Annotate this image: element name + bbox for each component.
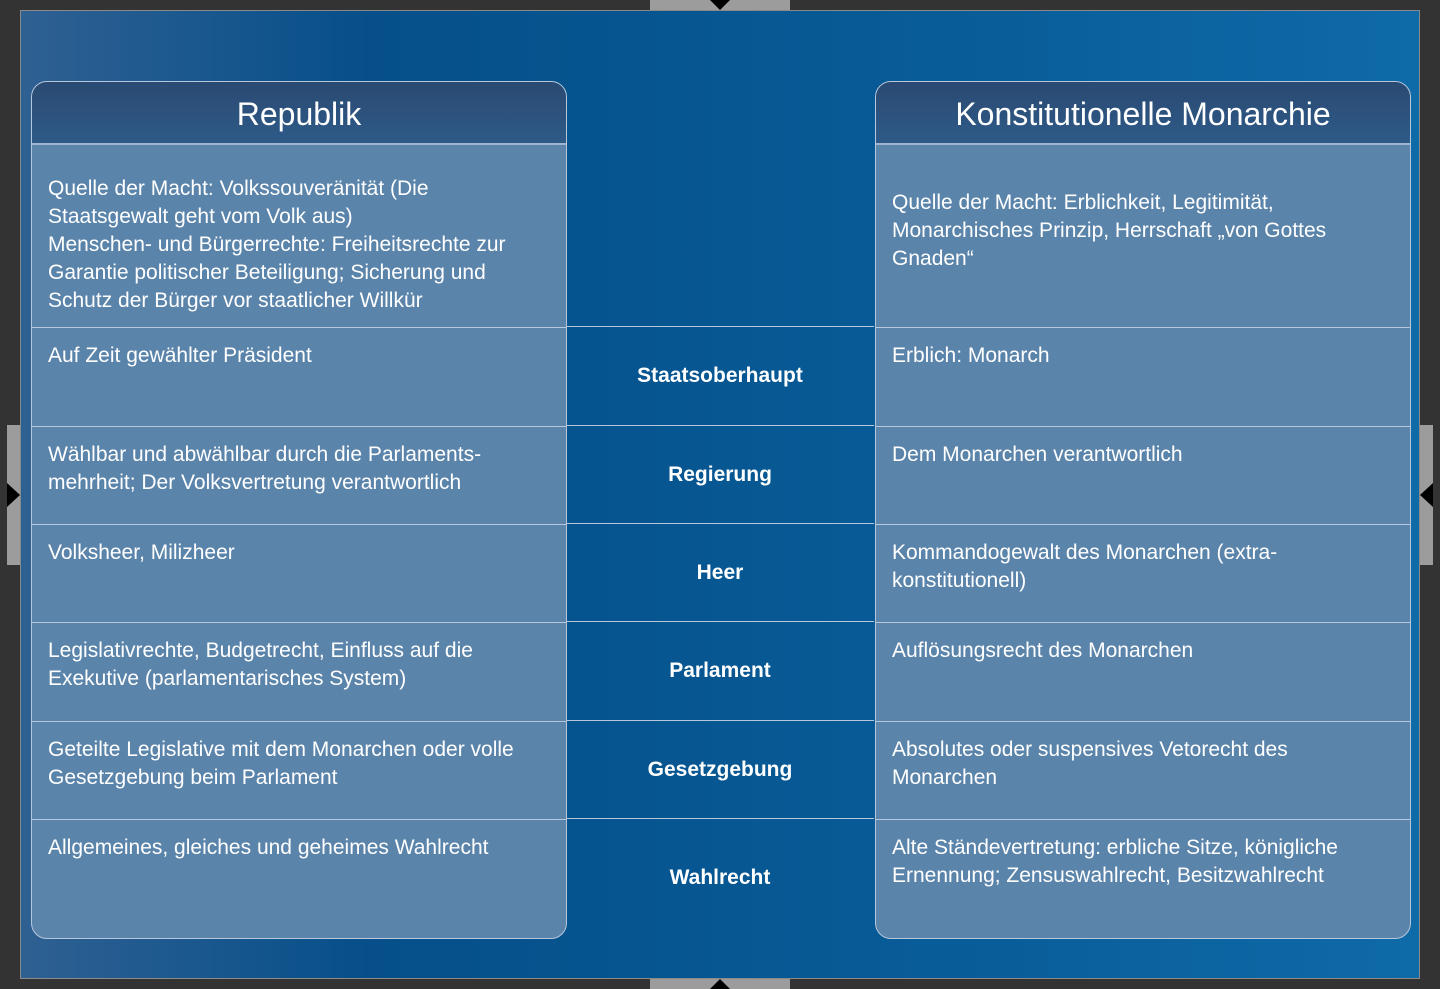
monarchie-cell-parlament: Auflösungsrecht des Monarchen (876, 623, 1410, 722)
resize-handle-right[interactable] (1420, 425, 1433, 565)
monarchie-cell-staatsoberhaupt: Erblich: Monarch (876, 328, 1410, 427)
label-staatsoberhaupt: Staatsoberhaupt (566, 326, 874, 426)
label-parlament: Parlament (566, 622, 874, 721)
monarchie-cell-regierung: Dem Monarchen verantwortlich (876, 427, 1410, 525)
label-heer: Heer (566, 524, 874, 622)
monarchie-cell-macht: Quelle der Macht: Erblichkeit, Legitimit… (876, 145, 1410, 328)
republik-cell-regierung: Wählbar und abwählbar durch die Parlamen… (32, 427, 566, 525)
monarchie-cell-wahlrecht: Alte Ständevertretung: erbliche Sitze, k… (892, 836, 1338, 887)
monarchie-title: Konstitutionelle Monarchie (876, 82, 1410, 145)
resize-handle-top[interactable] (650, 0, 790, 10)
republik-cell-heer: Volksheer, Milizheer (32, 525, 566, 623)
monarchie-cell-heer: Kommandogewalt des Monarchen (extra-kons… (876, 525, 1410, 623)
monarchie-table: Konstitutionelle Monarchie Quelle der Ma… (875, 81, 1411, 939)
arrow-right-icon (7, 483, 20, 507)
republik-table: Republik Quelle der Macht: Volkssouverän… (31, 81, 567, 939)
republik-title: Republik (32, 82, 566, 145)
republik-cell-wahlrecht: Allgemeines, gleiches und geheimes Wahlr… (48, 836, 489, 859)
republik-cell-macht: Quelle der Macht: Volkssouveränität (Die… (32, 145, 566, 328)
republik-cell-parlament: Legislativrechte, Budgetrecht, Einfluss … (32, 623, 566, 722)
monarchie-cell-gesetzgebung: Absolutes oder suspensives Vetorecht des… (876, 722, 1410, 820)
label-regierung: Regierung (566, 426, 874, 524)
arrow-left-icon (1420, 483, 1433, 507)
republik-cell-gesetzgebung: Geteilte Legislative mit dem Monarchen o… (32, 722, 566, 820)
arrow-down-icon (710, 0, 730, 10)
arrow-up-icon (710, 979, 730, 989)
resize-handle-left[interactable] (7, 425, 20, 565)
label-gesetzgebung: Gesetzgebung (566, 721, 874, 819)
label-wahlrecht: Wahlrecht (669, 866, 771, 889)
resize-handle-bottom[interactable] (650, 979, 790, 989)
republik-cell-staatsoberhaupt: Auf Zeit gewählter Präsident (32, 328, 566, 427)
